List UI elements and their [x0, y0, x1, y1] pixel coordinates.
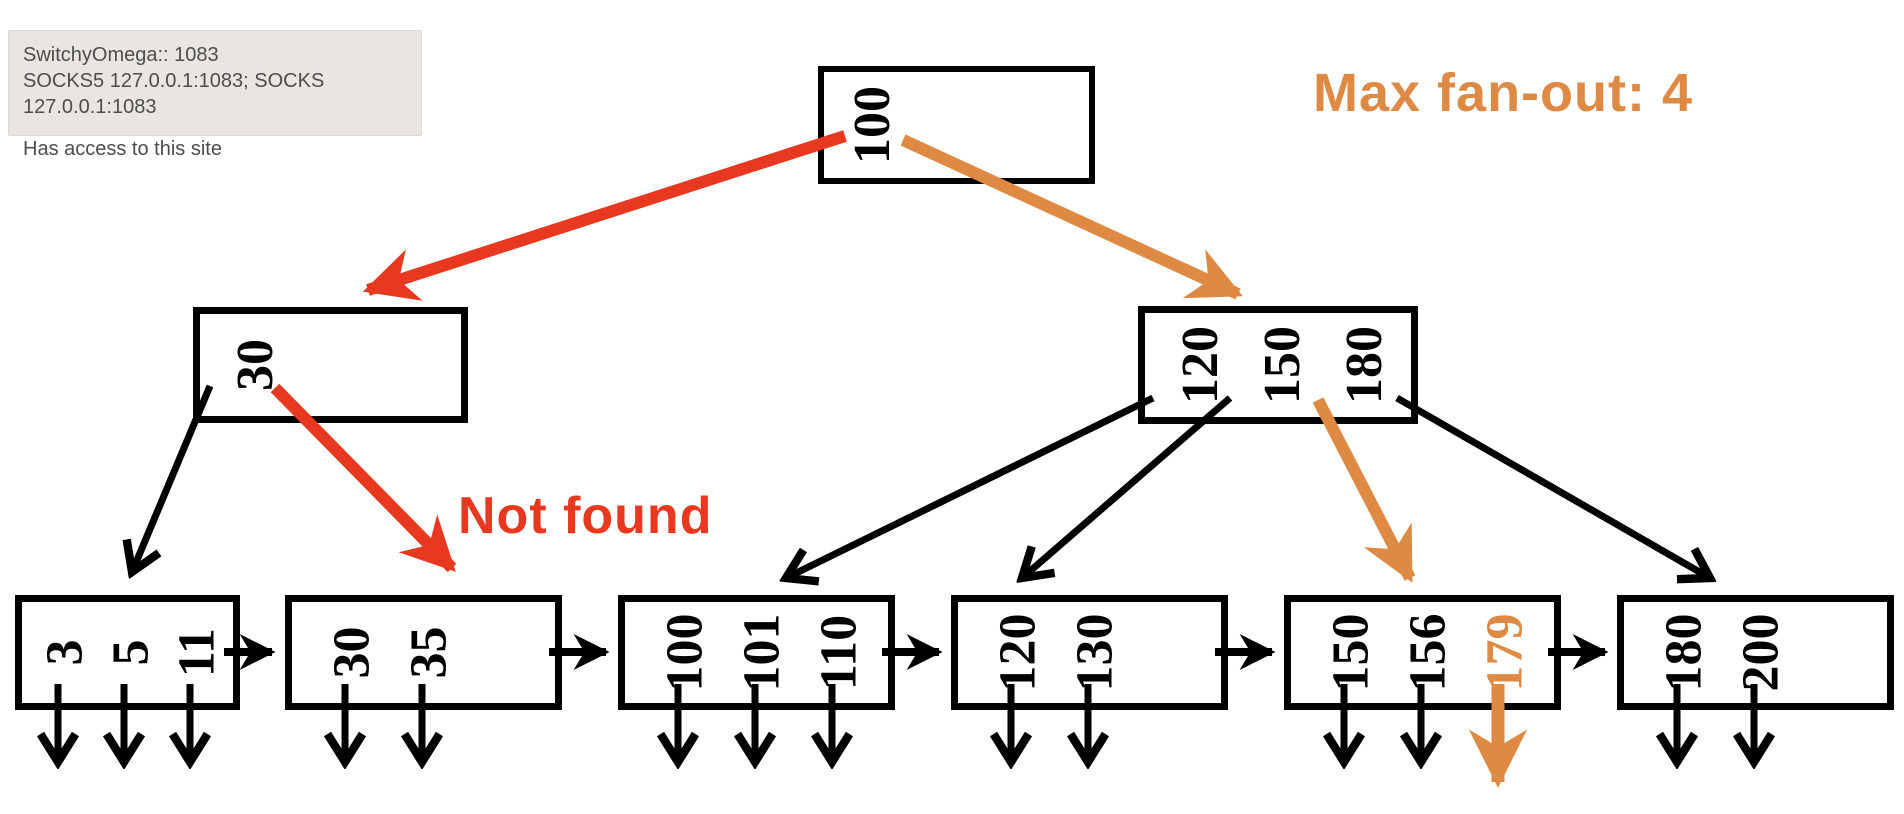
root-key: 100 — [843, 86, 901, 164]
search-path-red-root-to-left-arrow — [362, 130, 847, 301]
btree-leaf-node-6: 180 200 — [1617, 595, 1894, 710]
pointer-right-internal-to-leaf6 — [1395, 394, 1710, 578]
extension-tooltip-proxy-line: SOCKS5 127.0.0.1:1083; SOCKS 127.0.0.1:1… — [23, 70, 325, 118]
btree-leaf-node-4: 120 130 — [951, 595, 1228, 710]
tooltip-spacer — [23, 120, 407, 136]
btree-leaf-node-2: 30 35 — [285, 595, 562, 710]
leaf-key: 11 — [168, 627, 226, 678]
extension-tooltip: SwitchyOmega:: 1083 SOCKS5 127.0.0.1:108… — [8, 30, 422, 160]
btree-root-node: 100 — [818, 66, 1095, 184]
search-path-orange-right-to-leaf5-arrow — [1312, 397, 1416, 583]
leaf-key-highlighted: 179 — [1476, 613, 1534, 692]
btree-leaf-node-1: 3 5 11 — [15, 595, 240, 710]
extension-tooltip-access-line: Has access to this site — [23, 138, 222, 160]
internal-key: 30 — [226, 339, 284, 391]
leaf-key: 130 — [1066, 613, 1124, 692]
btree-internal-node-right: 120 150 180 — [1138, 306, 1418, 424]
not-found-label: Not found — [458, 487, 713, 545]
btree-leaf-node-5: 150 156 179 — [1284, 595, 1561, 710]
pointer-right-internal-to-leaf3 — [786, 394, 1155, 578]
leaf-key: 200 — [1732, 613, 1790, 692]
max-fanout-label: Max fan-out: 4 — [1313, 63, 1694, 123]
internal-key: 180 — [1335, 326, 1393, 404]
leaf-key: 110 — [810, 614, 868, 691]
btree-leaf-node-3: 100 101 110 — [618, 595, 895, 710]
extension-tooltip-title: SwitchyOmega:: 1083 — [23, 44, 219, 66]
leaf-key: 35 — [400, 626, 458, 679]
btree-internal-node-left: 30 — [193, 307, 468, 423]
pointer-right-internal-to-leaf4 — [1022, 395, 1233, 578]
